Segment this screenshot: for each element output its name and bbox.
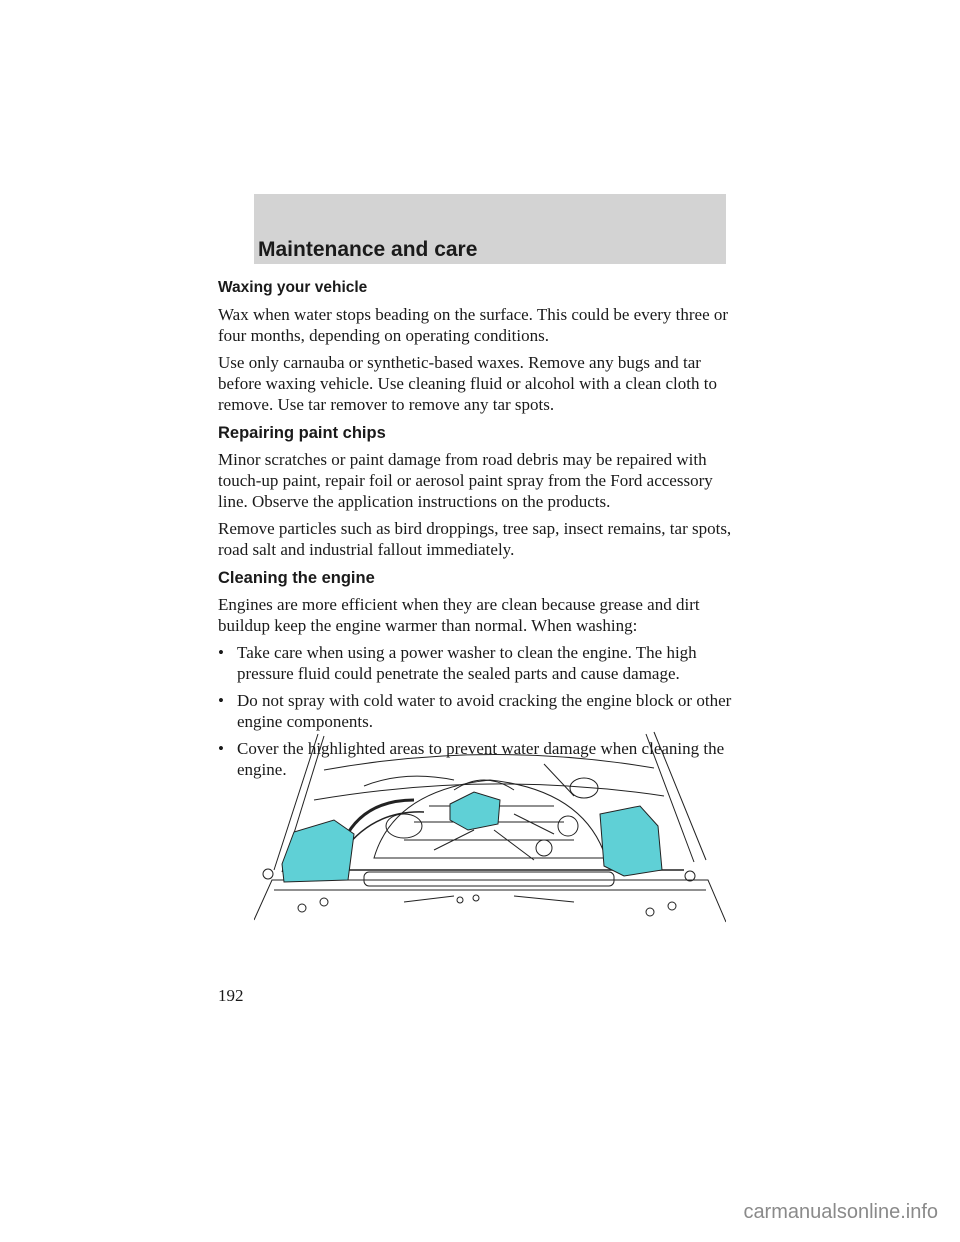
bullet-icon: • (218, 643, 224, 662)
section-title: Maintenance and care (258, 238, 478, 261)
heading-cleaning-engine: Cleaning the engine (218, 569, 375, 587)
section-header-band: Maintenance and care (254, 194, 726, 264)
engine-bullet-list: • Take care when using a power washer to… (218, 642, 738, 780)
list-item-text: Take care when using a power washer to c… (237, 643, 697, 683)
list-item: • Cover the highlighted areas to prevent… (218, 738, 738, 780)
bullet-icon: • (218, 739, 224, 758)
highlight-air-intake-area (281, 819, 355, 883)
paragraph-waxing-2: Use only carnauba or synthetic-based wax… (218, 353, 717, 414)
page-content: Waxing your vehicle Wax when water stops… (218, 278, 738, 786)
page-number: 192 (218, 986, 244, 1005)
paragraph-paint-chips-2: Remove particles such as bird droppings,… (218, 519, 732, 559)
list-item: • Take care when using a power washer to… (218, 642, 738, 684)
highlight-battery-fuse-area (599, 805, 663, 877)
list-item-text: Do not spray with cold water to avoid cr… (237, 691, 732, 731)
paragraph-waxing-1: Wax when water stops beading on the surf… (218, 305, 729, 345)
list-item: • Do not spray with cold water to avoid … (218, 690, 738, 732)
heading-paint-chips: Repairing paint chips (218, 424, 386, 442)
highlight-distributor-area (449, 791, 501, 831)
paragraph-engine-1: Engines are more efficient when they are… (218, 595, 700, 635)
watermark-text: carmanualsonline.info (743, 1201, 938, 1223)
highlighted-covered-areas (281, 791, 663, 883)
bullet-icon: • (218, 691, 224, 710)
list-item-text: Cover the highlighted areas to prevent w… (237, 739, 725, 779)
paragraph-paint-chips-1: Minor scratches or paint damage from roa… (218, 450, 713, 511)
heading-waxing: Waxing your vehicle (218, 279, 368, 296)
